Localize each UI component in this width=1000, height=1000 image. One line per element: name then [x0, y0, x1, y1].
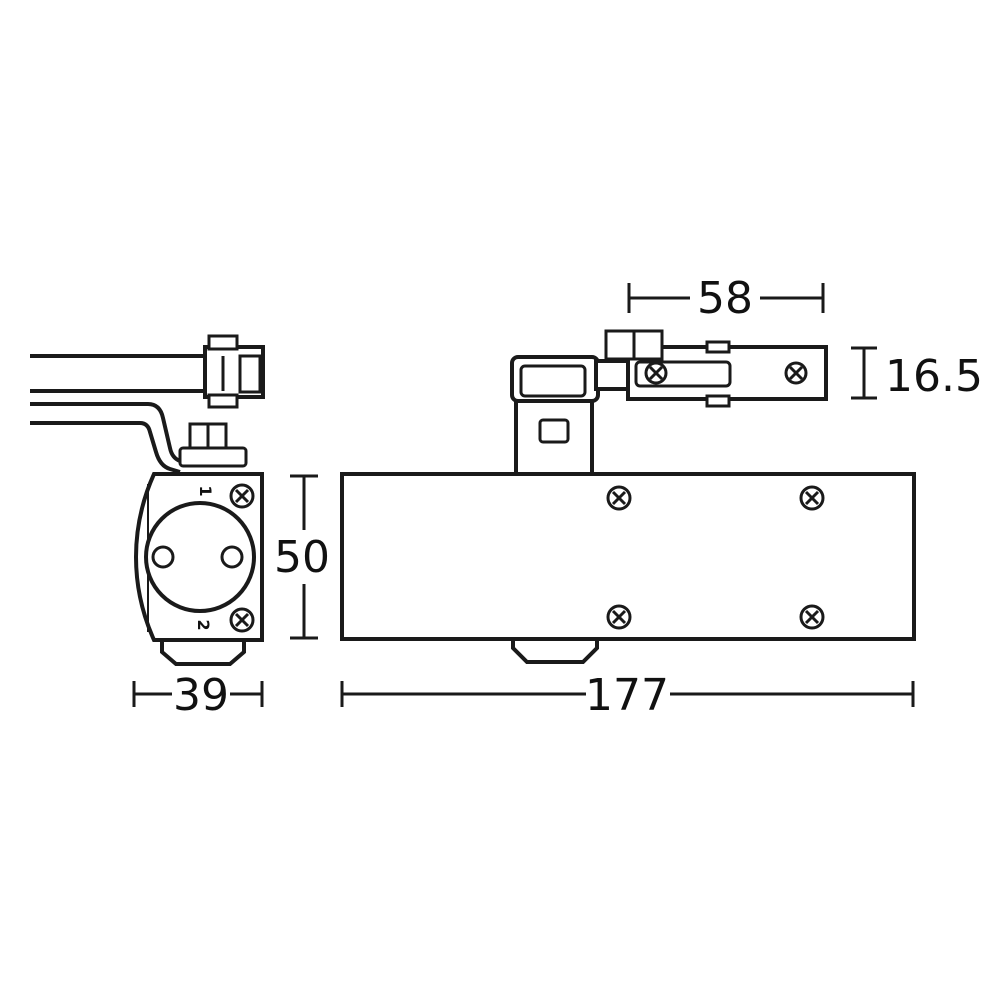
dimension-arm-bracket-length: 58 [627, 273, 825, 324]
side-view-bottom-cap [160, 638, 246, 666]
side-view-mounting-plate [144, 501, 256, 613]
front-view-screw-bottom-right-icon [799, 604, 825, 630]
side-view-upper-arm [30, 354, 205, 393]
side-view-arm-bracket [203, 334, 265, 409]
dimension-body-height-label: 50 [274, 532, 330, 583]
dimension-body-depth-label: 39 [173, 670, 229, 721]
front-view-screw-top-right-icon [799, 485, 825, 511]
side-view-shaft-nut [178, 422, 248, 468]
side-view-marker-1: 1 [196, 485, 215, 496]
side-view: 1 2 [30, 334, 265, 666]
dimension-body-depth: 39 [132, 670, 264, 721]
side-view-screw-bottom-icon [229, 607, 255, 633]
dimension-body-length: 177 [340, 670, 915, 721]
front-view-screw-bottom-left-icon [606, 604, 632, 630]
dimension-body-height: 50 [274, 474, 330, 640]
front-view-arm-assembly [510, 329, 828, 476]
front-view [340, 329, 916, 664]
side-view-screw-top-icon [229, 483, 255, 509]
dimension-arm-bracket-height-label: 16.5 [885, 351, 983, 402]
front-view-screw-top-left-icon [606, 485, 632, 511]
front-view-bottom-cap [511, 637, 599, 664]
dimension-arm-bracket-length-label: 58 [697, 273, 753, 324]
dimension-body-length-label: 177 [585, 670, 669, 721]
front-view-arm-screw-right-icon [784, 361, 808, 385]
dimension-arm-bracket-height: 16.5 [851, 346, 983, 402]
side-view-lower-arm [30, 402, 191, 474]
side-view-marker-2: 2 [194, 619, 213, 630]
front-view-arm-screw-left-icon [644, 361, 668, 385]
